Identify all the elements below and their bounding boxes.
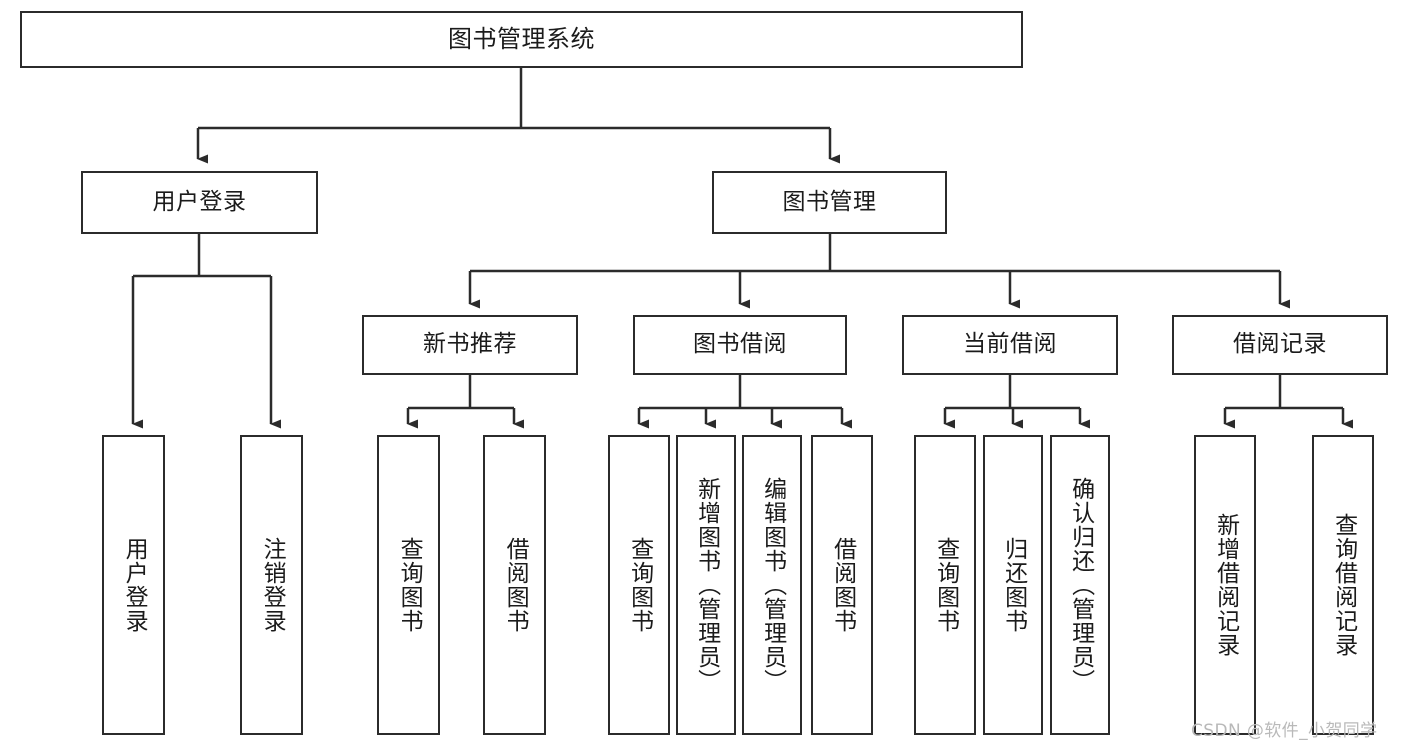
node-label: 当前借阅 [963,331,1057,358]
leaf-new-book-recommend-1[interactable]: 借阅图书 [483,435,546,735]
leaf-book-borrow-1[interactable]: 新增图书（管理员） [676,435,736,735]
node-label: 新书推荐 [423,331,517,358]
node-label: 查询图书 [932,537,959,633]
leaf-book-borrow-3[interactable]: 借阅图书 [811,435,873,735]
leaf-new-book-recommend-0[interactable]: 查询图书 [377,435,440,735]
node-book-management[interactable]: 图书管理 [712,171,947,234]
leaf-borrow-record-1[interactable]: 查询借阅记录 [1312,435,1374,735]
node-label: 借阅图书 [829,537,856,633]
node-label: 新增借阅记录 [1212,513,1239,657]
node-label: 图书借阅 [693,331,787,358]
node-label: 查询借阅记录 [1330,513,1357,657]
leaf-current-borrow-0[interactable]: 查询图书 [914,435,976,735]
node-label: 查询图书 [626,537,653,633]
node-label: 确认归还（管理员） [1067,477,1094,693]
node-label: 图书管理 [782,188,877,215]
leaf-user-login-1[interactable]: 注销登录 [240,435,303,735]
node-label: 借阅记录 [1233,331,1327,358]
node-label: 新增图书（管理员） [693,477,720,693]
node-label: 借阅图书 [502,537,529,633]
watermark-text: CSDN @软件_小贺同学 [1191,721,1378,741]
node-label: 用户登录 [121,537,148,633]
node-label: 归还图书 [1000,537,1027,633]
node-label: 查询图书 [396,537,423,633]
node-borrow-record[interactable]: 借阅记录 [1172,315,1388,375]
node-current-borrow[interactable]: 当前借阅 [902,315,1118,375]
leaf-user-login-0[interactable]: 用户登录 [102,435,165,735]
node-book-borrow[interactable]: 图书借阅 [633,315,847,375]
node-label: 用户登录 [152,188,247,215]
leaf-borrow-record-0[interactable]: 新增借阅记录 [1194,435,1256,735]
node-new-book-recommend[interactable]: 新书推荐 [362,315,578,375]
node-label: 编辑图书（管理员） [759,477,786,693]
node-user-login[interactable]: 用户登录 [81,171,318,234]
leaf-current-borrow-1[interactable]: 归还图书 [983,435,1043,735]
leaf-current-borrow-2[interactable]: 确认归还（管理员） [1050,435,1110,735]
csdn-watermark: CSDN @软件_小贺同学 [1191,716,1378,741]
leaf-book-borrow-2[interactable]: 编辑图书（管理员） [742,435,802,735]
node-label: 图书管理系统 [448,25,595,54]
node-label: 注销登录 [259,537,286,633]
node-root-library-system[interactable]: 图书管理系统 [20,11,1023,68]
leaf-book-borrow-0[interactable]: 查询图书 [608,435,670,735]
